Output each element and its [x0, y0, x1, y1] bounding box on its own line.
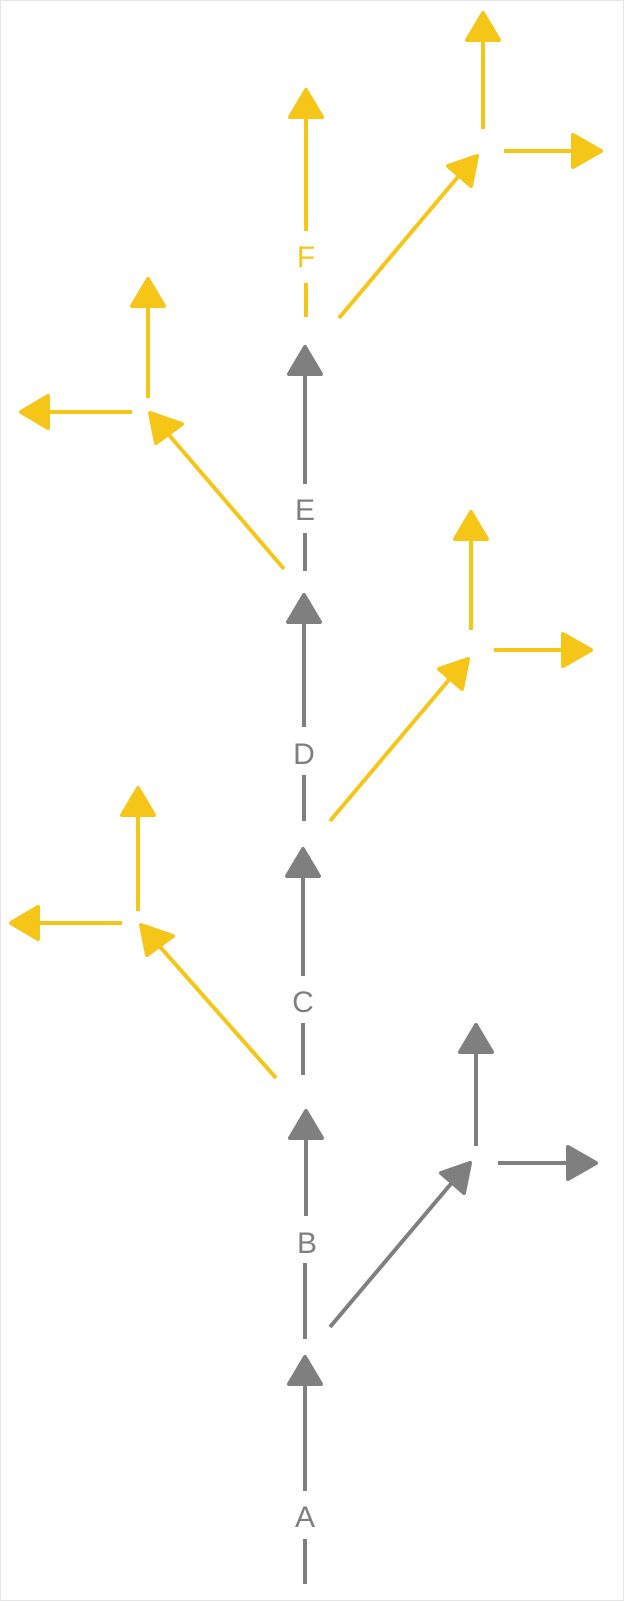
branch-E-diagonal-arrowhead	[148, 411, 184, 445]
branch-E-diagonal	[161, 426, 286, 571]
branch-C-diagonal	[152, 938, 278, 1080]
branch-B-diagonal-arrowhead	[439, 1161, 472, 1195]
branch-F-diagonal	[337, 170, 464, 320]
node-B-arrowhead	[288, 1109, 324, 1140]
node-F: F	[288, 88, 324, 317]
branch-E	[19, 277, 286, 571]
node-F-label: F	[297, 241, 315, 274]
node-B-label: B	[297, 1227, 317, 1260]
branch-D	[328, 510, 593, 823]
node-C-label: C	[292, 986, 314, 1019]
branch-D-right-arrowhead	[561, 632, 593, 668]
branch-C-diagonal-arrowhead	[139, 923, 175, 957]
node-D-label: D	[293, 738, 315, 771]
branch-C-left-arrowhead	[9, 905, 40, 941]
node-C: C	[285, 847, 321, 1075]
branch-D-diagonal	[328, 673, 455, 823]
node-F-arrowhead	[288, 88, 324, 119]
branch-C	[9, 786, 278, 1080]
node-D: D	[286, 593, 322, 821]
branch-B	[328, 1023, 598, 1329]
node-A-arrowhead	[287, 1355, 323, 1386]
node-E-label: E	[295, 494, 315, 527]
branch-F-up-arrowhead	[465, 11, 501, 42]
branch-F-diagonal-arrowhead	[446, 154, 479, 188]
node-A-label: A	[295, 1501, 315, 1534]
branch-B-right-arrowhead	[566, 1145, 598, 1181]
node-A: A	[287, 1355, 323, 1584]
branch-F	[337, 11, 603, 320]
node-E-arrowhead	[287, 345, 323, 376]
branch-E-up-arrowhead	[130, 277, 166, 308]
node-B: B	[288, 1109, 324, 1339]
node-C-arrowhead	[285, 847, 321, 878]
branch-E-left-arrowhead	[19, 394, 50, 430]
node-D-arrowhead	[286, 593, 322, 624]
branch-B-diagonal	[328, 1177, 457, 1329]
branch-C-up-arrowhead	[120, 786, 156, 817]
branch-D-up-arrowhead	[453, 510, 489, 541]
branch-D-diagonal-arrowhead	[437, 657, 470, 691]
branch-B-up-arrowhead	[458, 1023, 494, 1054]
node-E: E	[287, 345, 323, 571]
branch-F-right-arrowhead	[571, 133, 603, 169]
